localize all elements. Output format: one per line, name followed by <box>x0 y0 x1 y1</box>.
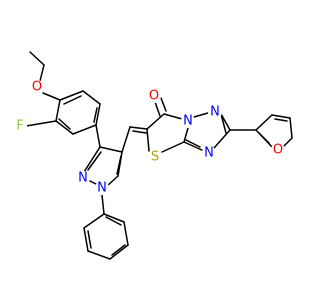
bond-line <box>55 99 61 122</box>
bond-line <box>25 120 57 127</box>
double-bond-line <box>87 151 102 171</box>
bond-line <box>154 101 161 117</box>
atom-label-layer: O F O O S N N N <box>13 80 285 196</box>
bond-line <box>121 126 131 153</box>
fluorine-atom: F <box>13 119 27 134</box>
bond-line <box>87 250 111 260</box>
bond-line <box>103 213 125 223</box>
bond-line <box>146 128 150 152</box>
bond-line <box>160 97 167 112</box>
bond-line <box>82 90 101 105</box>
bond-line <box>72 124 97 135</box>
double-bond-line <box>220 113 227 134</box>
triazole-top-nitrogen-label: N <box>210 105 220 120</box>
bond-line <box>163 113 183 120</box>
bond-line <box>39 64 45 82</box>
double-bond-line <box>58 118 71 130</box>
bond-line <box>42 92 61 101</box>
pyrazole-n2-atom: N <box>76 171 90 186</box>
pyrazole-n1-atom: N <box>95 181 109 196</box>
bond-line <box>101 194 105 215</box>
bond-line <box>55 120 74 135</box>
triazole-bridge-nitrogen-label: N <box>183 114 193 129</box>
double-bond-line <box>185 139 201 148</box>
bond-line <box>83 213 105 229</box>
furan-oxygen-label: O <box>273 143 283 158</box>
bond-line <box>59 90 84 101</box>
furan-oxygen-atom: O <box>271 143 285 158</box>
bond-line <box>289 117 293 139</box>
bond-layer <box>25 51 293 260</box>
double-bond-line <box>258 132 270 144</box>
bond-line <box>255 114 273 131</box>
ethoxy-oxygen-label: O <box>32 80 42 95</box>
bond-line <box>129 126 148 130</box>
double-bond-line <box>116 155 122 175</box>
triazole-bridge-nitrogen-atom: N <box>181 114 195 129</box>
double-bond-line <box>63 95 82 105</box>
double-bond-line <box>132 130 147 134</box>
bond-line <box>161 141 185 153</box>
bond-line <box>99 146 123 153</box>
triazole-top-nitrogen-atom: N <box>208 105 222 120</box>
pyrazole-n2-label: N <box>78 171 88 186</box>
bond-line <box>213 129 231 149</box>
bond-line <box>123 221 129 246</box>
triazole-bottom-nitrogen-atom: N <box>202 146 216 161</box>
carbonyl-oxygen-atom: O <box>147 89 161 104</box>
bond-line <box>282 137 293 148</box>
molecule-structure-diagram: O F O O S N N N <box>13 51 293 260</box>
double-bond-line <box>105 216 122 226</box>
bond-line <box>95 124 101 148</box>
bond-line <box>29 51 45 66</box>
bond-line <box>183 141 205 152</box>
triazole-bottom-nitrogen-label: N <box>204 146 214 161</box>
bond-line <box>193 112 209 118</box>
bond-line <box>95 103 101 126</box>
bond-line <box>220 113 231 131</box>
thiazole-sulfur-atom: S <box>148 150 162 165</box>
bond-line <box>146 113 165 130</box>
bond-line <box>83 146 101 173</box>
carbonyl-oxygen-label: O <box>149 89 159 104</box>
bond-line <box>83 227 89 252</box>
fluorine-label: F <box>16 119 23 134</box>
double-bond-line <box>274 118 288 122</box>
bond-line <box>271 114 291 119</box>
bond-line <box>109 244 129 260</box>
bond-line <box>183 127 189 143</box>
thiazole-sulfur-label: S <box>151 150 159 165</box>
ethoxy-oxygen-atom: O <box>30 80 44 95</box>
double-bond-line <box>87 230 92 249</box>
double-bond-line <box>111 244 126 256</box>
double-bond-line <box>93 107 98 123</box>
pyrazole-n1-label: N <box>97 181 107 196</box>
